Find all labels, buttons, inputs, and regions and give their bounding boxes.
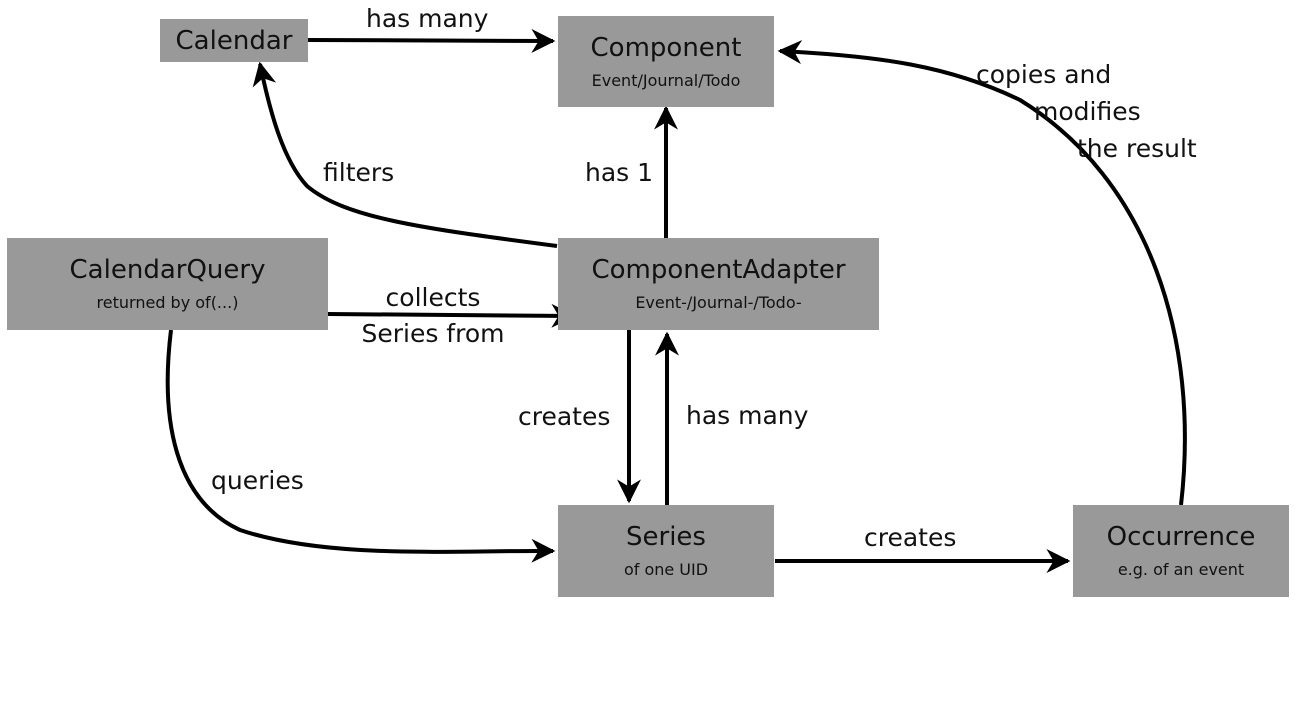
- node-series-subtitle: of one UID: [623, 560, 709, 579]
- edge-calendar-to-component: [307, 28, 556, 53]
- node-calendar: Calendar: [160, 19, 308, 62]
- label-query-to-adapter-line2: Series from: [361, 319, 505, 348]
- node-component-adapter: ComponentAdapter Event-/Journal-/Todo-: [558, 238, 879, 330]
- node-series-title: Series: [626, 522, 706, 552]
- label-occurrence-to-component-line3: the result: [1077, 134, 1197, 163]
- node-calendar-query-subtitle: returned by of(...): [96, 293, 239, 312]
- edge-query-to-adapter: [327, 303, 576, 328]
- node-series: Series of one UID: [558, 505, 774, 597]
- label-series-to-occurrence: creates: [864, 523, 957, 552]
- node-calendar-query-title: CalendarQuery: [69, 255, 266, 285]
- label-occurrence-to-component-line1: copies and: [976, 60, 1112, 89]
- node-occurrence: Occurrence e.g. of an event: [1073, 505, 1289, 597]
- node-component-subtitle: Event/Journal/Todo: [591, 70, 741, 90]
- node-component-adapter-subtitle: Event-/Journal-/Todo-: [635, 293, 802, 312]
- node-occurrence-title: Occurrence: [1106, 522, 1256, 552]
- node-component-title: Component: [590, 32, 742, 63]
- label-query-to-series: queries: [211, 466, 304, 495]
- label-query-to-adapter: collects Series from: [350, 280, 516, 352]
- label-series-to-adapter: has many: [686, 401, 809, 430]
- label-query-to-adapter-line1: collects: [385, 283, 481, 312]
- label-occurrence-to-component: copies and modifies the result: [976, 56, 1197, 167]
- node-occurrence-subtitle: e.g. of an event: [1117, 560, 1245, 579]
- label-adapter-to-calendar: filters: [323, 158, 395, 187]
- label-calendar-to-component: has many: [366, 4, 489, 33]
- node-component: Component Event/Journal/Todo: [558, 16, 774, 107]
- label-adapter-to-series: creates: [518, 402, 611, 431]
- edge-query-to-series: [165, 329, 556, 563]
- edge-adapter-to-calendar: [252, 61, 558, 248]
- edge-occurrence-to-component: [777, 40, 1187, 506]
- node-component-adapter-title: ComponentAdapter: [591, 255, 846, 285]
- label-occurrence-to-component-line2: modifies: [1034, 97, 1141, 126]
- node-calendar-query: CalendarQuery returned by of(...): [7, 238, 328, 330]
- label-adapter-to-component: has 1: [585, 158, 654, 187]
- node-calendar-title: Calendar: [175, 25, 293, 56]
